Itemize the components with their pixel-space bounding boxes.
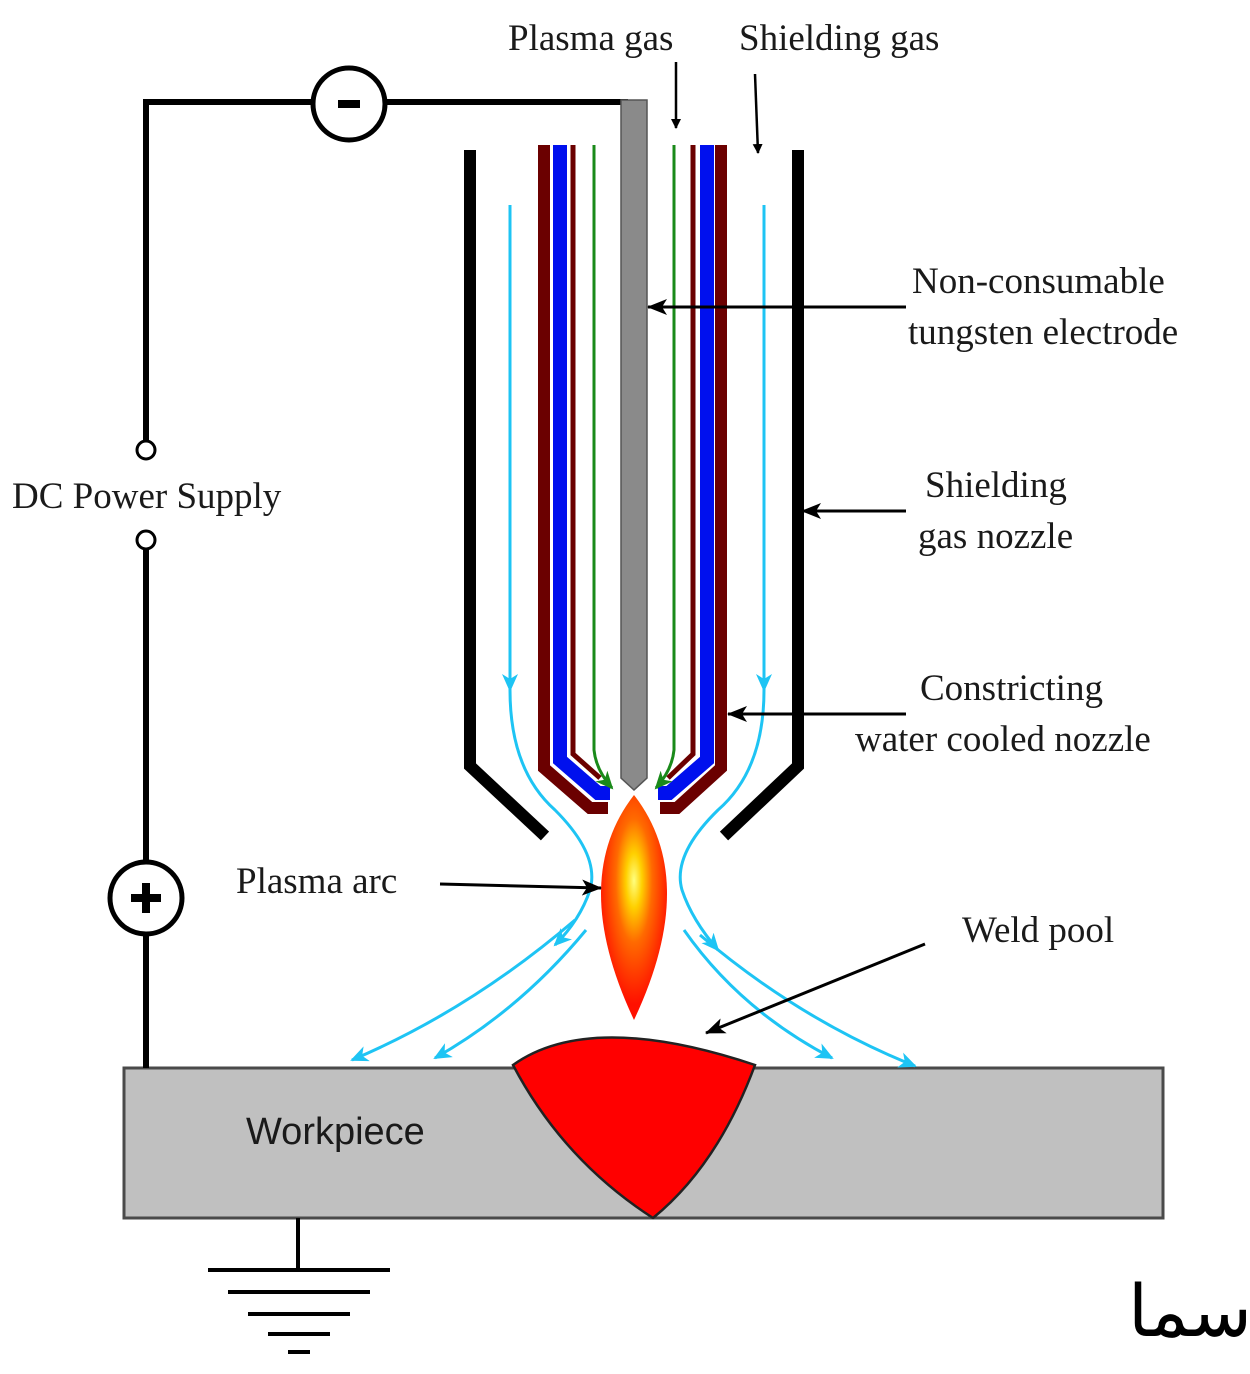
constricting-nozzle-right (658, 145, 727, 814)
label-shield-nozzle-1: Shielding (925, 465, 1067, 506)
label-shielding-gas: Shielding gas (739, 18, 939, 59)
plasma-gas-flow-left (592, 145, 614, 790)
weld-pool-pointer (705, 942, 926, 1035)
label-electrode-1: Non-consumable (912, 261, 1165, 302)
ground-symbol (208, 1218, 390, 1354)
constricting-nozzle-left (538, 145, 610, 814)
label-plasma-arc: Plasma arc (236, 861, 397, 902)
plasma-gas-flow-right (654, 145, 676, 790)
label-shield-nozzle-2: gas nozzle (918, 516, 1073, 557)
label-electrode-2: tungsten electrode (908, 312, 1178, 353)
label-workpiece: Workpiece (246, 1111, 425, 1153)
plasma-arc-pointer (439, 879, 602, 896)
shielding-gas-arrow (752, 73, 763, 154)
label-plasma-gas: Plasma gas (508, 18, 673, 59)
shielding-gas-flow (350, 205, 917, 1068)
weld-pool-shape (511, 1036, 757, 1220)
label-weld-pool: Weld pool (962, 910, 1114, 951)
power-terminal-top (135, 439, 157, 461)
persian-caption: جوشکاری پلاسما (1128, 1269, 1250, 1354)
tungsten-electrode (620, 99, 648, 792)
plasma-arc-flame (601, 795, 667, 1020)
label-constricting-1: Constricting (920, 668, 1103, 709)
label-dc-power-supply: DC Power Supply (12, 476, 282, 517)
shielding-gas-nozzle (464, 150, 804, 841)
label-constricting-2: water cooled nozzle (855, 719, 1151, 760)
circuit-wires (143, 99, 628, 1068)
power-terminal-bottom (135, 529, 157, 551)
